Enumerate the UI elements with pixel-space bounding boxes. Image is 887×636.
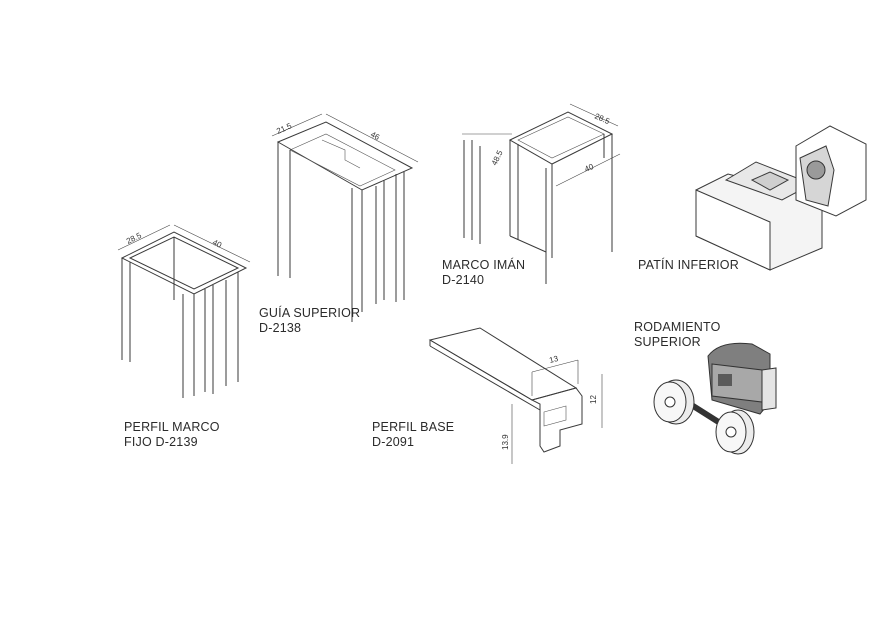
guia-superior-name: GUÍA SUPERIOR — [259, 306, 361, 320]
rodamiento-superior-label: RODAMIENTO SUPERIOR — [634, 320, 721, 350]
guia-superior-dim-1: 21.5 — [275, 121, 293, 136]
perfil-base-label: PERFIL BASE D-2091 — [372, 420, 454, 450]
guia-superior-profile: 21.5 46 — [271, 113, 419, 322]
perfil-base-code: D-2091 — [372, 435, 415, 449]
patin-inferior-name: PATÍN INFERIOR — [638, 258, 739, 272]
marco-iman-label: MARCO IMÁN D-2140 — [442, 258, 525, 288]
marco-iman-code: D-2140 — [442, 273, 485, 287]
perfil-base-profile: 13 12 13.9 — [428, 327, 603, 464]
rodamiento-superior-part — [653, 342, 777, 455]
marco-iman-dim-2: 48.5 — [490, 148, 505, 166]
marco-iman-name: MARCO IMÁN — [442, 258, 526, 272]
perfil-base-dim-2: 12 — [589, 395, 598, 404]
perfil-base-dim-1: 13 — [548, 354, 559, 365]
rodamiento-code: SUPERIOR — [634, 335, 701, 349]
marco-iman-dim-3: 40 — [583, 162, 595, 174]
marco-iman-profile: 28.5 48.5 40 — [462, 103, 621, 284]
guia-superior-code: D-2138 — [259, 321, 302, 335]
perfil-base-dim-3: 13.9 — [501, 434, 510, 450]
perfil-base-name: PERFIL BASE — [372, 420, 455, 434]
perfil-marco-profile: 28.5 40 — [117, 224, 251, 398]
patin-inferior-label: PATÍN INFERIOR — [638, 258, 739, 273]
patin-inferior-part — [695, 125, 867, 271]
perfil-marco-dim-1: 28.5 — [125, 231, 143, 246]
perfil-marco-dim-2: 40 — [211, 238, 223, 250]
guia-superior-label: GUÍA SUPERIOR D-2138 — [259, 306, 360, 336]
perfil-marco-name: PERFIL MARCO — [124, 420, 220, 434]
guia-superior-dim-2: 46 — [369, 130, 382, 142]
rodamiento-name: RODAMIENTO — [634, 320, 721, 334]
perfil-marco-label: PERFIL MARCO FIJO D-2139 — [124, 420, 220, 450]
perfil-marco-code: FIJO D-2139 — [124, 435, 198, 449]
marco-iman-dim-1: 28.5 — [593, 112, 611, 127]
